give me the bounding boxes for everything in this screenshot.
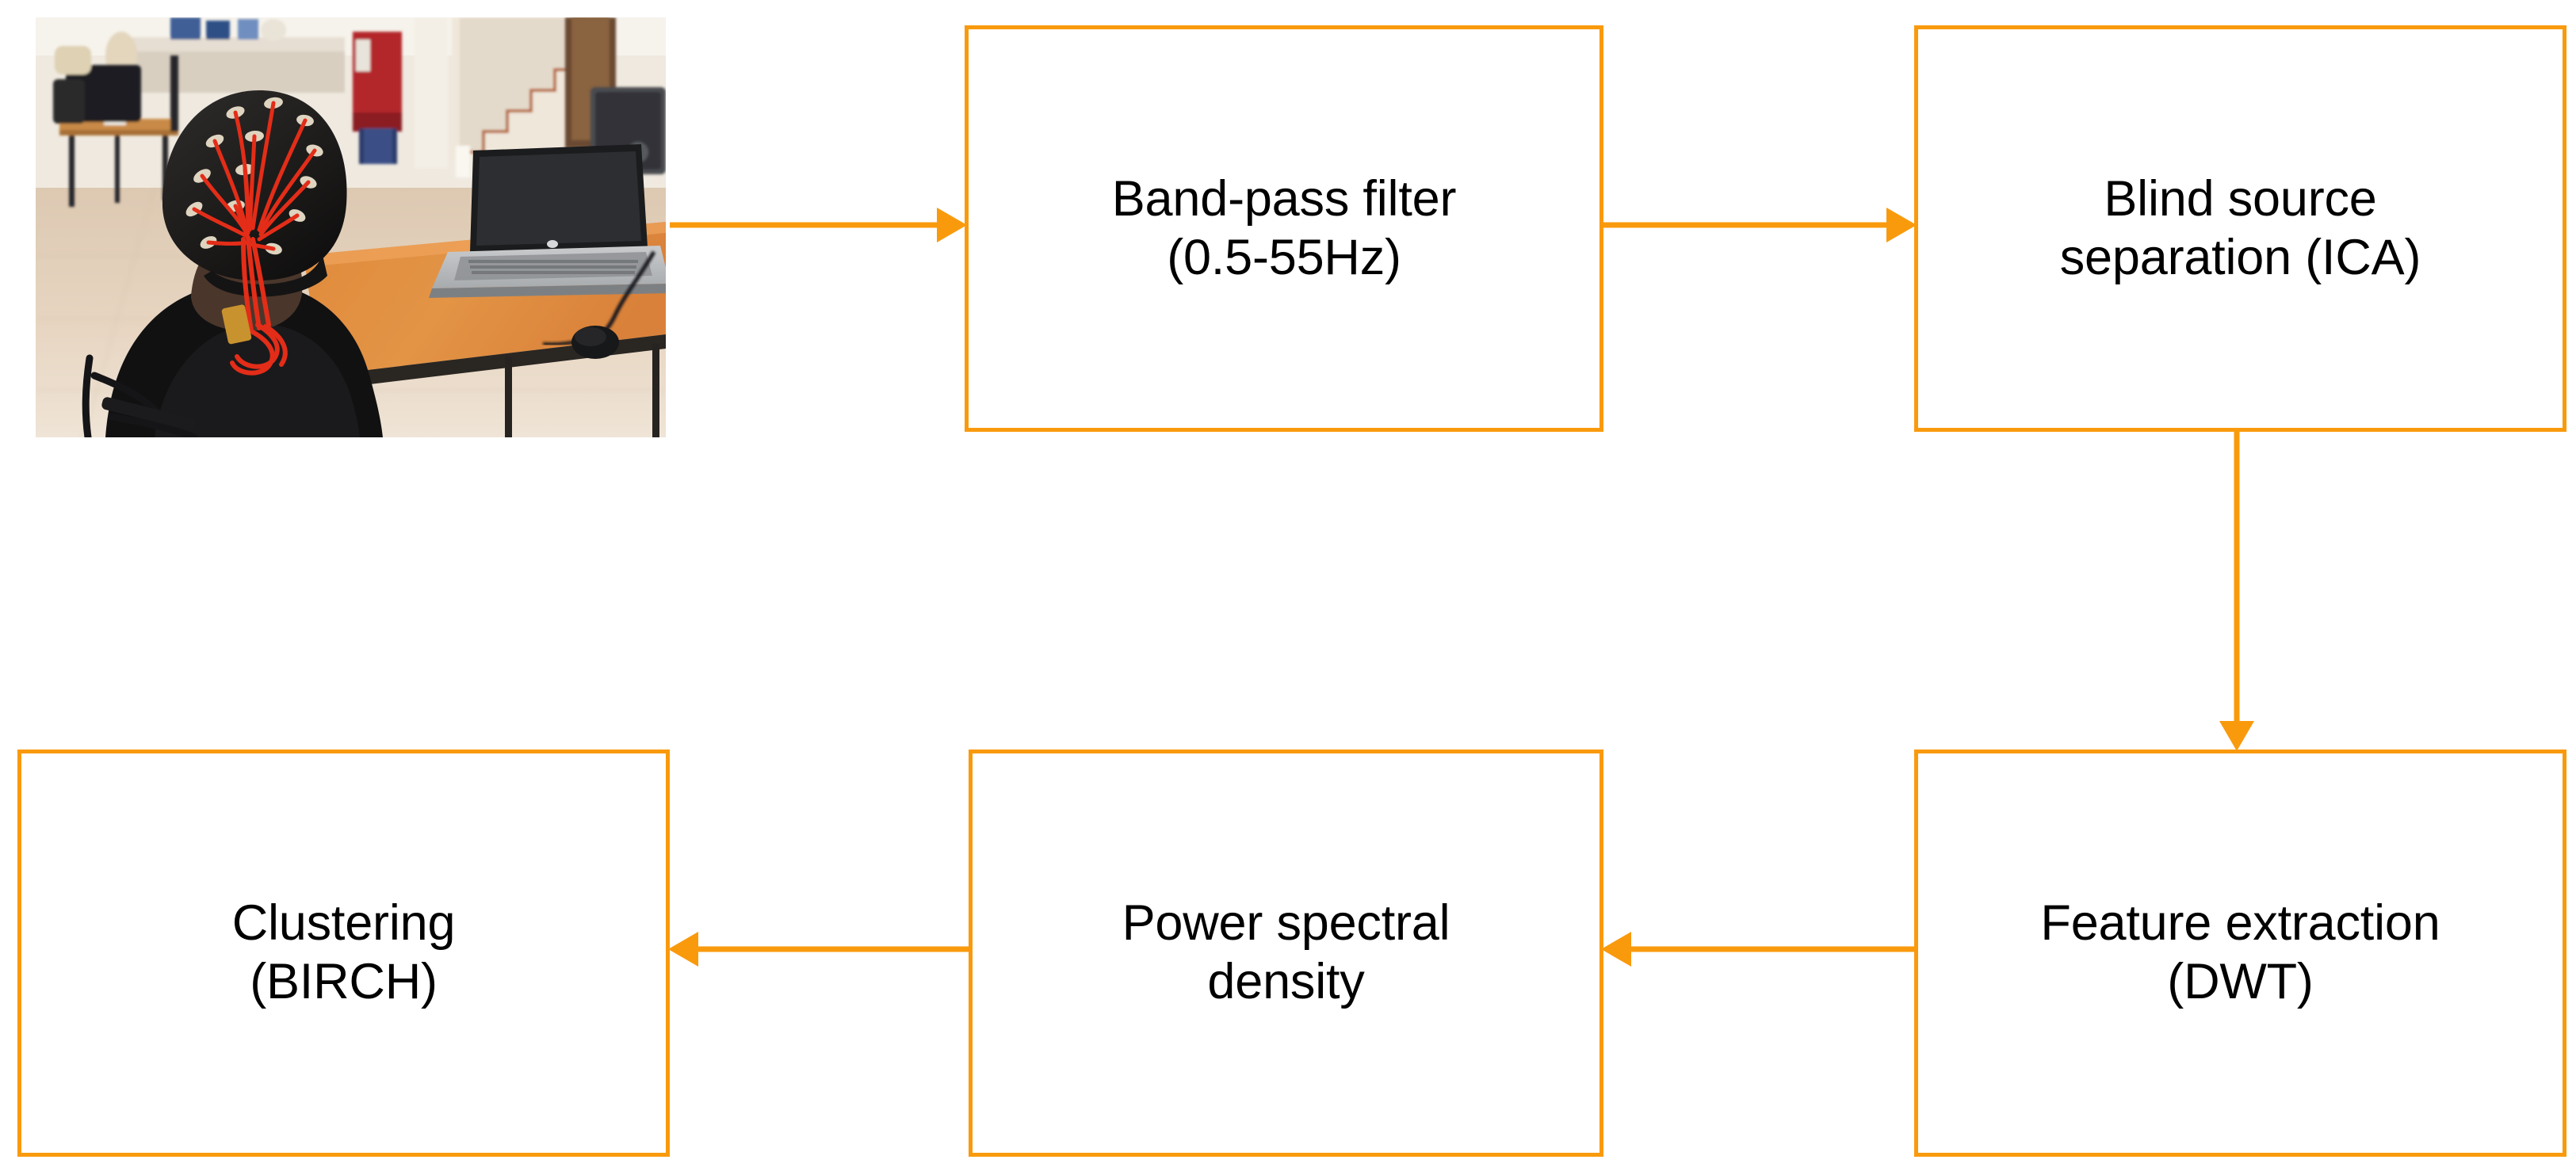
node-feature-extraction-label: Feature extraction (DWT) <box>2040 895 2440 1009</box>
arrow-shaft <box>1601 222 1893 228</box>
node-band-pass-filter-label: Band-pass filter (0.5-55Hz) <box>1111 170 1457 285</box>
node-power-spectral-density-label: Power spectral density <box>1122 895 1450 1009</box>
arrow-blind-source-separation-to-feature-extraction <box>2219 430 2254 751</box>
arrow-head-right-icon <box>1886 208 1917 242</box>
arrow-head-left-icon <box>668 932 698 967</box>
node-blind-source-separation[interactable]: Blind source separation (ICA) <box>1914 25 2566 432</box>
node-power-spectral-density[interactable]: Power spectral density <box>969 750 1603 1157</box>
node-clustering-birch-label: Clustering (BIRCH) <box>231 895 456 1009</box>
node-blind-source-separation-label: Blind source separation (ICA) <box>2059 170 2421 285</box>
arrow-head-right-icon <box>937 208 967 242</box>
arrow-band-pass-filter-to-blind-source-separation <box>1601 208 1917 242</box>
node-clustering-birch[interactable]: Clustering (BIRCH) <box>17 750 670 1157</box>
node-band-pass-filter[interactable]: Band-pass filter (0.5-55Hz) <box>965 25 1603 432</box>
arrow-shaft <box>1625 946 1917 952</box>
arrow-shaft <box>670 222 943 228</box>
arrow-feature-extraction-to-power-spectral-density <box>1601 932 1917 967</box>
eeg-participant-photo-graphic <box>36 17 666 437</box>
arrow-shaft <box>2234 430 2240 727</box>
arrow-shaft <box>692 946 971 952</box>
arrow-head-left-icon <box>1601 932 1631 967</box>
arrow-photo-to-band-pass-filter <box>670 208 967 242</box>
arrow-head-down-icon <box>2219 721 2254 751</box>
eeg-participant-photo <box>36 17 666 437</box>
arrow-power-spectral-density-to-clustering <box>668 932 971 967</box>
node-feature-extraction[interactable]: Feature extraction (DWT) <box>1914 750 2566 1157</box>
